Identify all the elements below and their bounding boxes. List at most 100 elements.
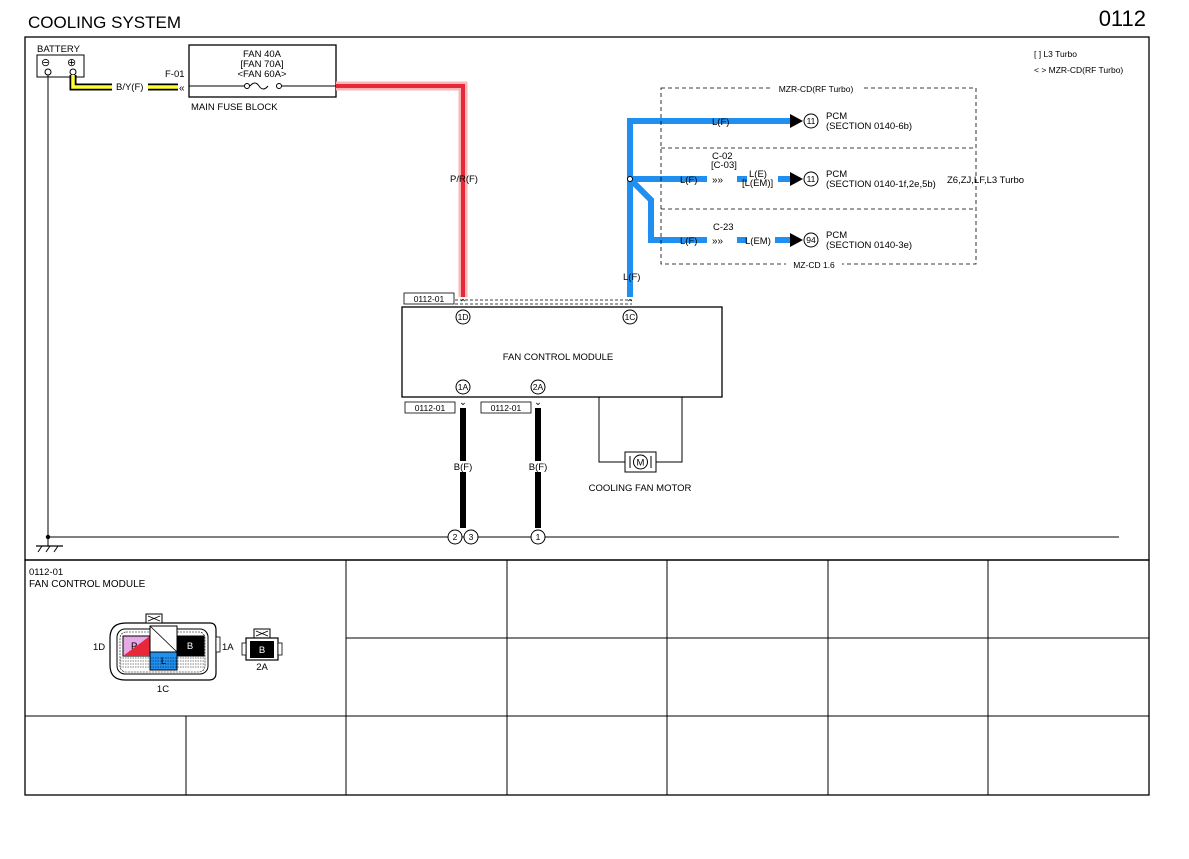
svg-text:1: 1 <box>536 532 541 542</box>
cooling-fan-motor: M <box>598 397 683 473</box>
connector-grid <box>24 559 1150 796</box>
fuse-rating-l3: [FAN 70A] <box>240 59 283 70</box>
page-title: COOLING SYSTEM <box>28 13 181 32</box>
diagram-frame <box>24 36 1150 561</box>
branch1-section: (SECTION 0140-6b) <box>826 121 912 132</box>
cavity-b2: B <box>259 645 265 656</box>
fuse-rating: FAN 40A <box>243 49 282 60</box>
group-label-mz: MZ-CD 1.6 <box>793 260 835 270</box>
branch2-connector-alt: [C-03] <box>711 160 737 171</box>
fan-control-module: FAN CONTROL MODULE 1D 1C 1A 2A <box>401 306 723 398</box>
battery-label: BATTERY <box>37 44 81 55</box>
detail-pin-1a: 1A <box>222 642 234 653</box>
terminal-94 <box>803 232 819 248</box>
detail-pin-1c: 1C <box>157 684 169 695</box>
svg-text:2: 2 <box>453 532 458 542</box>
detail-name: FAN CONTROL MODULE <box>29 579 146 590</box>
connector-f01: F-01 <box>165 69 185 80</box>
svg-text:M: M <box>637 458 645 469</box>
connector-face-1: P L B <box>109 613 221 681</box>
fuse-block-label: MAIN FUSE BLOCK <box>191 102 278 113</box>
branch3-pcm: PCM <box>826 230 847 241</box>
fuse-icon <box>249 82 269 90</box>
ground-point-3 <box>463 529 479 545</box>
arrow-icon <box>790 114 803 128</box>
wire-battery-to-fuse <box>69 75 178 91</box>
svg-text:2A: 2A <box>533 382 544 392</box>
arrow-icon <box>790 172 803 186</box>
ground-point-1 <box>530 529 546 545</box>
legend-mzr-cd: < > MZR-CD(RF Turbo) <box>1034 65 1123 75</box>
pin-1c <box>622 309 638 325</box>
battery: BATTERY ⊖ ⊕ <box>36 44 85 78</box>
group-label-mzr: MZR-CD(RF Turbo) <box>779 84 854 94</box>
arrow-icon <box>790 233 803 247</box>
svg-text:1D: 1D <box>458 312 469 322</box>
connector-1c-icon: ⌃ <box>626 298 634 309</box>
branch1-wire-label: L(F) <box>712 117 729 128</box>
detail-pin-2a: 2A <box>256 662 268 673</box>
pcm-variant-box <box>660 87 977 265</box>
legend-l3-turbo: [ ] L3 Turbo <box>1034 49 1077 59</box>
svg-text:0112-01: 0112-01 <box>414 294 445 304</box>
terminal-11-a <box>803 113 819 129</box>
connector-1d-icon: ⌃ <box>459 298 467 309</box>
branch3-wire-in: L(F) <box>680 236 697 247</box>
svg-text:0112-01: 0112-01 <box>415 403 446 413</box>
wire-label-bf-1: B(F) <box>454 462 472 473</box>
motor-icon <box>633 454 648 470</box>
module-name: FAN CONTROL MODULE <box>503 352 614 363</box>
branch2-variants: Z6,ZJ,LF,L3 Turbo <box>947 175 1024 186</box>
wire-label-pr: P/R(F) <box>450 174 478 185</box>
page-number: 0112 <box>1099 6 1146 31</box>
motor-label: COOLING FAN MOTOR <box>589 483 692 494</box>
branch3-connector: C-23 <box>713 222 734 233</box>
connector-ref-top <box>403 292 455 305</box>
detail-pin-1d: 1D <box>93 642 105 653</box>
cavity-l: L <box>161 656 166 667</box>
connector-1a-icon: ⌄ <box>459 397 467 408</box>
fuse-rating-mzr: <FAN 60A> <box>237 69 287 80</box>
cavity-p: P <box>131 641 137 652</box>
battery-negative-icon: ⊖ <box>41 57 50 69</box>
branch2-wire-out-alt: [L(EM)] <box>742 178 773 189</box>
branch3-wire-out: L(EM) <box>745 236 771 247</box>
chassis-ground-icon <box>36 537 63 553</box>
branch1-pcm: PCM <box>826 111 847 122</box>
branch2-connector: C-02 <box>712 151 733 162</box>
detail-ref: 0112-01 <box>29 567 63 578</box>
pin-1a <box>455 379 471 395</box>
svg-text:1A: 1A <box>458 382 469 392</box>
svg-text:3: 3 <box>469 532 474 542</box>
svg-text:11: 11 <box>807 116 816 126</box>
main-fuse-block: FAN 40A [FAN 70A] <FAN 60A> <box>188 44 337 98</box>
wire-label-bf-2: B(F) <box>529 462 547 473</box>
branch2-wire-in: L(F) <box>680 175 697 186</box>
svg-text:94: 94 <box>806 235 816 245</box>
wire-label-lf: L(F) <box>623 272 640 283</box>
cavity-b: B <box>187 641 193 652</box>
svg-text:0112-01: 0112-01 <box>491 403 522 413</box>
ground-point-2 <box>447 529 463 545</box>
svg-text:11: 11 <box>807 174 816 184</box>
connector-face-2: B <box>241 628 283 661</box>
wire-label-by: B/Y(F) <box>116 82 143 93</box>
pin-2a <box>530 379 546 395</box>
wire-module-to-pcm <box>627 118 790 297</box>
wire-fuse-to-module <box>336 81 468 297</box>
branch3-section: (SECTION 0140-3e) <box>826 240 912 251</box>
connector-c02-icon: »» <box>712 175 724 186</box>
pin-1d <box>455 309 471 325</box>
connector-2a-icon: ⌄ <box>534 397 542 408</box>
svg-text:1C: 1C <box>625 312 636 322</box>
battery-positive-icon: ⊕ <box>67 57 76 69</box>
connector-c23-icon: »» <box>712 236 724 247</box>
connector-ref-1a <box>404 401 456 414</box>
connector-f01-icon: « <box>179 83 185 94</box>
terminal-11-b <box>803 171 819 187</box>
connector-ref-2a <box>480 401 532 414</box>
branch2-wire-out: L(E) <box>749 169 767 180</box>
branch2-pcm: PCM <box>826 169 847 180</box>
branch2-section: (SECTION 0140-1f,2e,5b) <box>826 179 936 190</box>
